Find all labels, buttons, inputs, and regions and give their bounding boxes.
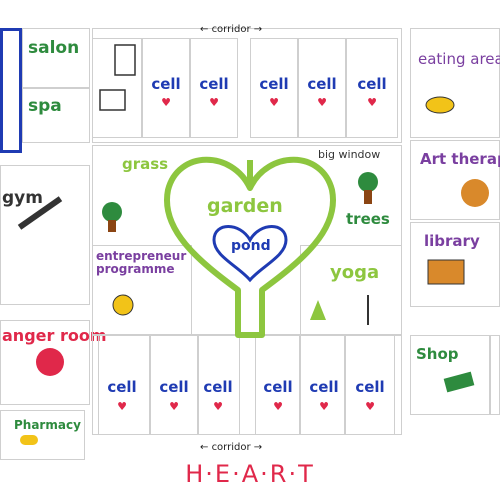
corridor-bottom-label: ← corridor → [200, 442, 263, 453]
pharmacy-room [0, 410, 85, 460]
pill-icon [20, 435, 38, 445]
cell-top-1 [92, 38, 142, 138]
cell-label: cell [159, 378, 189, 396]
anger-face-icon [36, 348, 64, 376]
gym-room [0, 165, 90, 305]
salon-label: salon [28, 38, 80, 58]
bed-icon [99, 89, 126, 111]
art-therapy-label: Art therapy [420, 150, 500, 168]
library-label: library [424, 232, 480, 250]
pharmacy-label: Pharmacy [14, 418, 81, 432]
heart-icon: ♥ [161, 96, 171, 109]
cell-label: cell [151, 75, 181, 93]
cell-bottom-5 [300, 335, 345, 435]
bed-icon [114, 44, 136, 76]
coin-icon [112, 294, 134, 316]
entrepreneur-room [92, 245, 192, 335]
tree-trunk [364, 190, 372, 204]
heart-icon: ♥ [317, 96, 327, 109]
cell-label: cell [357, 75, 387, 93]
cell-bottom-2 [150, 335, 198, 435]
tree-icon [102, 202, 122, 222]
book-icon [427, 259, 465, 285]
grass-label: grass [122, 155, 169, 173]
cell-top-5 [298, 38, 346, 138]
cell-bottom-4 [255, 335, 300, 435]
cell-label: cell [259, 75, 289, 93]
eating-area-label: eating area [418, 50, 500, 68]
corridor-top-text: corridor [211, 24, 251, 35]
cell-label: cell [203, 378, 233, 396]
salon-room [22, 28, 90, 88]
big-window-label: big window [318, 148, 381, 161]
dumbbell-icon [17, 196, 63, 230]
garden-label: garden [207, 195, 283, 217]
cell-label: cell [199, 75, 229, 93]
cell-bottom-1 [98, 335, 150, 435]
tree-icon [358, 172, 378, 192]
cell-bottom-6 [345, 335, 395, 435]
palette-icon [461, 179, 489, 207]
spa-room [22, 88, 90, 143]
cell-top-6 [346, 38, 398, 138]
anger-room-label: anger room [2, 326, 107, 345]
cell-top-4 [250, 38, 298, 138]
spa-label: spa [28, 96, 62, 116]
cell-top-3 [190, 38, 238, 138]
cell-label: cell [355, 378, 385, 396]
tree-trunk [108, 220, 116, 232]
corridor-top-label: ← corridor → [200, 24, 263, 35]
heart-icon: ♥ [209, 96, 219, 109]
cell-top-2 [142, 38, 190, 138]
heart-icon: ♥ [169, 400, 179, 413]
entrepreneur-label: entrepreneur programme [96, 249, 187, 276]
pond-label: pond [231, 238, 271, 254]
trees-label: trees [346, 210, 390, 228]
heart-icon: ♥ [273, 400, 283, 413]
yoga-room [300, 245, 402, 335]
cell-label: cell [309, 378, 339, 396]
shop-room [410, 335, 490, 415]
pond-heart [212, 225, 288, 283]
heart-icon: ♥ [319, 400, 329, 413]
bowl-icon [425, 96, 455, 114]
shop-label: Shop [416, 345, 459, 363]
heart-icon: ♥ [367, 96, 377, 109]
corridor-bottom-text: corridor [211, 442, 251, 453]
heart-icon: ♥ [269, 96, 279, 109]
heart-icon: ♥ [117, 400, 127, 413]
heart-icon: ♥ [365, 400, 375, 413]
cell-label: cell [307, 75, 337, 93]
plant-icon [310, 300, 326, 320]
garden-heart-outline [163, 156, 337, 338]
cell-bottom-3 [198, 335, 240, 435]
gym-label: gym [2, 188, 43, 208]
heart-icon: ♥ [213, 400, 223, 413]
cell-label: cell [107, 378, 137, 396]
yoga-label: yoga [330, 262, 380, 283]
heart-title: H·E·A·R·T [185, 460, 315, 488]
cell-label: cell [263, 378, 293, 396]
money-icon [443, 371, 475, 393]
anger-room [0, 320, 90, 405]
blue-room [0, 28, 22, 153]
